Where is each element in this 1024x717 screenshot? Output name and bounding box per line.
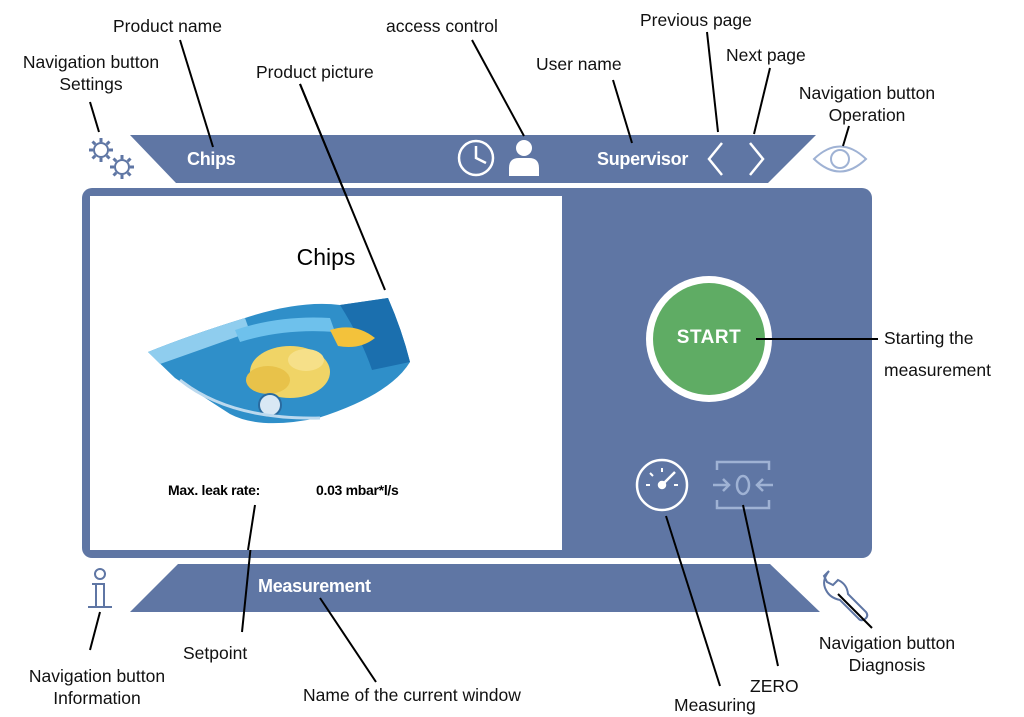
annotation-zero: ZERO <box>750 676 799 696</box>
start-button[interactable] <box>653 283 765 395</box>
annotation-diagnosis: Navigation button Diagnosis <box>802 632 972 676</box>
product-info-panel: Chips Max. leak rate: 0.03 mbar*l/s <box>90 196 562 550</box>
annotation-settings-line1: Navigation button <box>22 52 160 72</box>
annotation-next-page: Next page <box>726 45 806 65</box>
annotation-start-line1: Starting the <box>884 328 974 348</box>
annotation-access-control: access control <box>386 16 498 36</box>
annotation-settings-line2: Settings <box>59 74 123 94</box>
annotation-operation-line1: Navigation button <box>798 83 936 103</box>
chevron-right-icon[interactable] <box>749 142 765 176</box>
product-title: Chips <box>296 244 356 270</box>
footer-bar <box>130 564 820 612</box>
annotation-diagnosis-line1: Navigation button <box>818 633 956 653</box>
annotation-settings: Navigation button Settings <box>6 51 176 95</box>
gears-icon[interactable] <box>89 138 134 179</box>
annotation-user-name: User name <box>536 54 622 74</box>
info-icon[interactable] <box>88 568 112 608</box>
gauge-icon[interactable] <box>635 458 689 512</box>
annotation-product-picture: Product picture <box>256 62 374 82</box>
annotation-start: Starting the measurement <box>884 322 991 386</box>
product-name-label: Chips <box>187 149 236 169</box>
annotation-information-line2: Information <box>53 688 141 708</box>
wrench-icon[interactable] <box>822 570 869 622</box>
current-window-name: Measurement <box>258 576 371 596</box>
clock-icon[interactable] <box>457 139 495 177</box>
annotation-window-name: Name of the current window <box>303 685 521 705</box>
annotation-product-name: Product name <box>113 16 222 36</box>
annotation-information-line1: Navigation button <box>28 666 166 686</box>
annotation-start-line2: measurement <box>884 360 991 380</box>
max-leak-rate-value: 0.03 mbar*l/s <box>316 482 399 498</box>
annotation-operation: Navigation button Operation <box>782 82 952 126</box>
annotation-measuring: Measuring <box>674 695 756 715</box>
annotation-diagnosis-line2: Diagnosis <box>848 655 926 675</box>
user-name-label: Supervisor <box>597 149 689 169</box>
annotation-setpoint: Setpoint <box>183 643 248 663</box>
max-leak-rate-label: Max. leak rate: <box>168 482 260 498</box>
annotation-previous-page: Previous page <box>640 10 752 30</box>
eye-icon[interactable] <box>812 145 868 173</box>
chevron-left-icon[interactable] <box>707 142 723 176</box>
user-icon[interactable] <box>509 140 539 176</box>
annotation-information: Navigation button Information <box>12 665 182 709</box>
annotation-operation-line2: Operation <box>828 105 906 125</box>
